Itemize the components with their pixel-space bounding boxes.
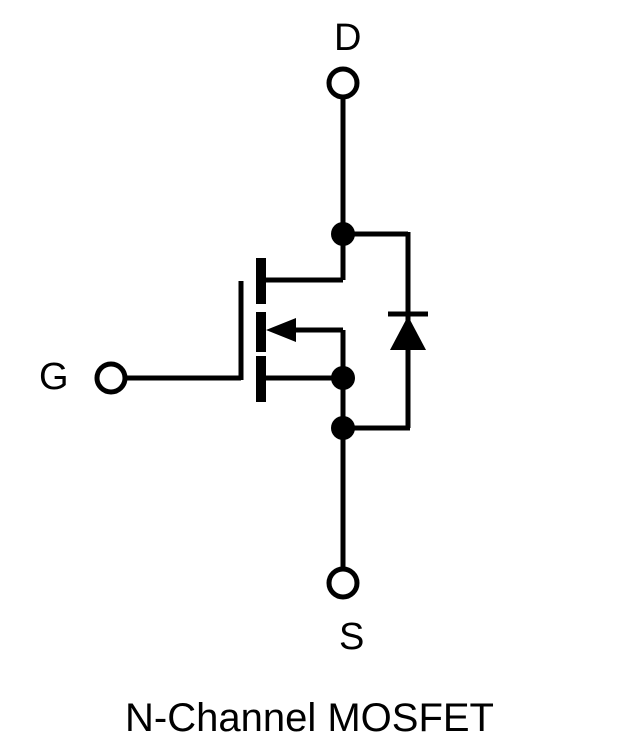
gate-label: G (39, 356, 69, 398)
diode-triangle (390, 316, 426, 350)
body-junction-dot (331, 366, 355, 390)
gate-terminal (94, 361, 128, 395)
channel-segment-drain (256, 258, 266, 304)
drain-label: D (334, 17, 362, 59)
source-junction-dot (331, 416, 355, 440)
source-terminal (326, 566, 360, 600)
drain-junction-dot (331, 222, 355, 246)
body-arrow (266, 318, 296, 342)
channel-segments (256, 258, 266, 402)
source-label: S (339, 616, 365, 658)
channel-segment-body (256, 312, 266, 352)
drain-terminal (326, 66, 360, 100)
diagram-caption: N-Channel MOSFET (125, 696, 494, 740)
channel-segment-source (256, 356, 266, 402)
